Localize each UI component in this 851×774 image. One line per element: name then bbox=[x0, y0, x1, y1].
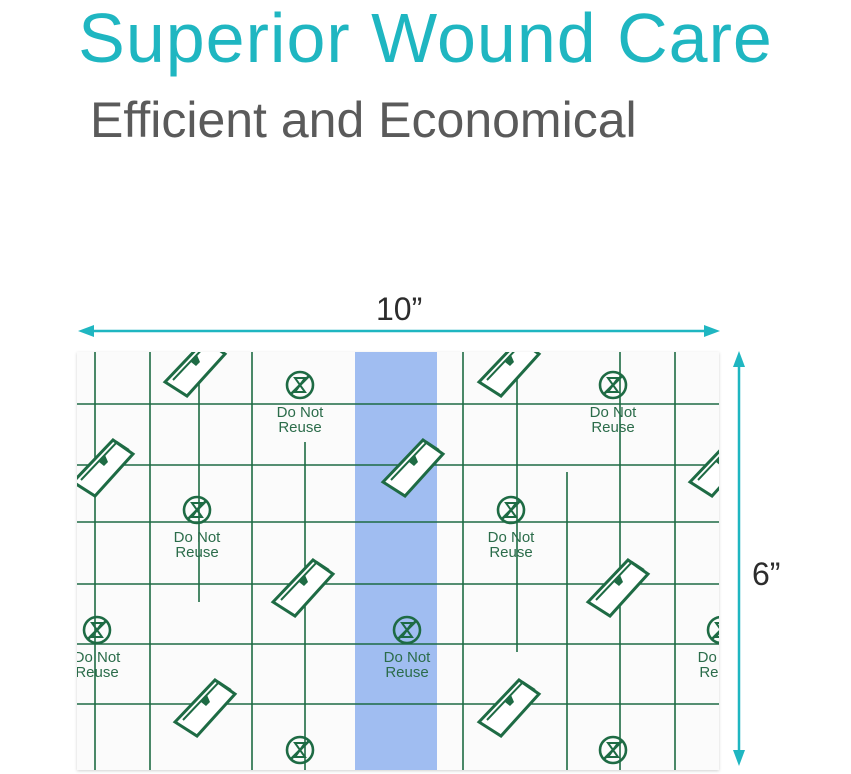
do-not-reuse-line2: Reuse bbox=[77, 664, 119, 681]
peel-tab-icon bbox=[172, 678, 238, 738]
height-label: 6” bbox=[752, 556, 781, 592]
backing-strip bbox=[355, 352, 437, 770]
height-dimension-arrow-icon bbox=[733, 351, 745, 766]
do-not-reuse-line1: Do Not bbox=[173, 529, 221, 546]
do-not-reuse-icon bbox=[496, 495, 526, 525]
peel-tab-icon bbox=[270, 558, 336, 618]
width-label: 10” bbox=[376, 291, 423, 327]
do-not-reuse-icon bbox=[285, 370, 315, 400]
do-not-reuse-icon bbox=[598, 735, 628, 765]
peel-tab-icon bbox=[380, 438, 446, 498]
do-not-reuse-icon bbox=[285, 735, 315, 765]
do-not-reuse-icon bbox=[598, 370, 628, 400]
do-not-reuse-line1: Do Not bbox=[276, 404, 324, 421]
do-not-reuse-line1: Do Not bbox=[589, 404, 637, 421]
do-not-reuse-line2: Reuse bbox=[385, 664, 429, 681]
do-not-reuse-line2: Reuse bbox=[699, 664, 719, 681]
do-not-reuse-line2: Reuse bbox=[489, 544, 533, 561]
do-not-reuse-line1: Do Not bbox=[487, 529, 535, 546]
peel-tab-icon bbox=[687, 449, 719, 498]
do-not-reuse-icon bbox=[392, 615, 422, 645]
do-not-reuse-icon bbox=[706, 615, 719, 645]
peel-tab-icon bbox=[162, 352, 228, 398]
sheet-pattern bbox=[77, 352, 719, 770]
peel-tab-icon bbox=[476, 352, 542, 398]
do-not-reuse-line2: Reuse bbox=[175, 544, 219, 561]
width-dimension-arrow-icon bbox=[78, 325, 720, 337]
do-not-reuse-line2: Reuse bbox=[591, 419, 635, 436]
do-not-reuse-line1: Do Not bbox=[697, 649, 719, 666]
do-not-reuse-line2: Reuse bbox=[278, 419, 322, 436]
subheadline: Efficient and Economical bbox=[90, 92, 637, 148]
headline: Superior Wound Care bbox=[78, 0, 773, 77]
sheet-marks bbox=[77, 352, 719, 765]
peel-tab-icon bbox=[585, 558, 651, 618]
do-not-reuse-icon bbox=[82, 615, 112, 645]
peel-tab-icon bbox=[77, 438, 136, 498]
do-not-reuse-line1: Do Not bbox=[383, 649, 431, 666]
do-not-reuse-line1: Do Not bbox=[77, 649, 121, 666]
peel-tab-icon bbox=[476, 678, 542, 738]
do-not-reuse-icon bbox=[182, 495, 212, 525]
